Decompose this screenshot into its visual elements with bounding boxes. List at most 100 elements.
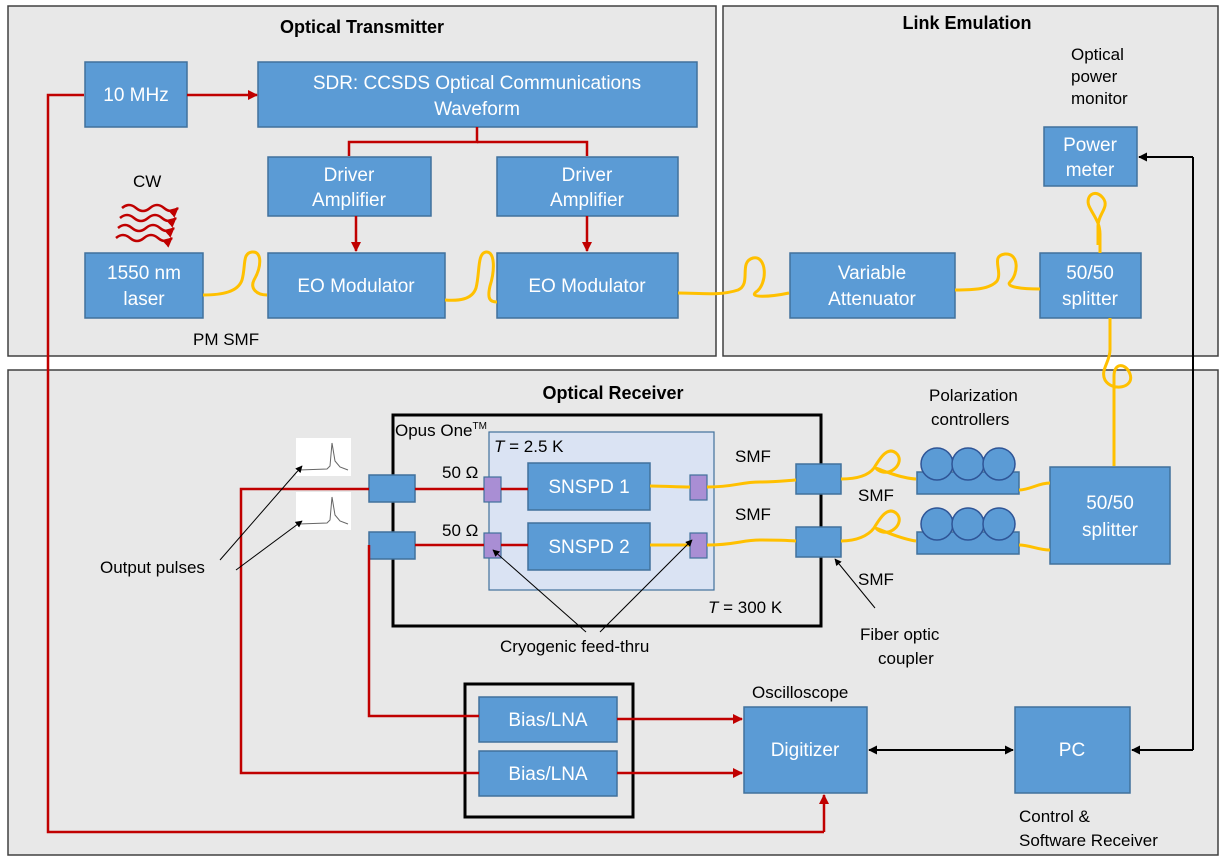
fiber-feedthru1-to-coupler <box>706 478 797 489</box>
feedthru-pointer-left <box>492 549 587 633</box>
fiber-optic-coupler-label-1: Fiber optic <box>860 625 940 644</box>
pm-smf-label: PM SMF <box>193 330 259 349</box>
fiber-coupler-2 <box>795 526 842 558</box>
link-emulation-title: Link Emulation <box>902 13 1031 33</box>
svg-text:PC: PC <box>1059 740 1085 761</box>
warm-temperature-label: T = 300 K <box>708 598 783 617</box>
fiber-optic-coupler-label-2: coupler <box>878 649 934 668</box>
svg-text:50/50: 50/50 <box>1086 493 1134 514</box>
fiber-splitter-to-power-meter <box>1086 192 1107 253</box>
control-label-2: Software Receiver <box>1019 831 1158 850</box>
svg-text:SNSPD 2: SNSPD 2 <box>548 537 629 558</box>
sdr-to-driver1-line <box>347 127 479 156</box>
polarization-controllers-label-2: controllers <box>931 410 1009 429</box>
svg-text:Amplifier: Amplifier <box>550 190 625 211</box>
snspd-1-block: SNSPD 1 <box>527 462 651 511</box>
fiber-snspd1-to-feedthru <box>649 484 691 489</box>
smf-label-out-1: SMF <box>858 486 894 505</box>
output-pulse-thumbnail-2 <box>296 492 351 530</box>
bias-lna-2-block: Bias/LNA <box>478 750 618 797</box>
smf-label-in-2: SMF <box>735 505 771 524</box>
svg-text:meter: meter <box>1066 160 1115 181</box>
svg-text:Waveform: Waveform <box>434 99 520 120</box>
svg-text:Bias/LNA: Bias/LNA <box>508 710 588 731</box>
splitter-rx-block: 50/50 splitter <box>1049 466 1171 565</box>
polarization-controllers-label-1: Polarization <box>929 386 1018 405</box>
svg-text:Amplifier: Amplifier <box>312 190 387 211</box>
feedthru-pointer-right <box>599 539 693 633</box>
svg-text:Driver: Driver <box>562 165 613 186</box>
splitter-top-block: 50/50 splitter <box>1039 252 1142 319</box>
fiber-coupler-1 <box>795 463 842 495</box>
bias-lna-enclosure <box>463 682 635 819</box>
polarization-controller-1 <box>916 447 1020 495</box>
svg-text:Variable: Variable <box>838 263 906 284</box>
svg-text:50/50: 50/50 <box>1066 263 1114 284</box>
cw-label: CW <box>133 172 161 191</box>
opus-one-label: Opus OneTM <box>395 421 487 440</box>
output-pulses-pointer-1 <box>219 465 303 561</box>
driver-amplifier-1-block: Driver Amplifier <box>267 156 432 217</box>
fiber-coupler1-to-polctrl1 <box>840 449 917 481</box>
svg-text:EO Modulator: EO Modulator <box>297 276 415 297</box>
svg-text:splitter: splitter <box>1062 289 1119 310</box>
svg-text:EO Modulator: EO Modulator <box>528 276 646 297</box>
output-pulses-label: Output pulses <box>100 558 205 577</box>
svg-text:Power: Power <box>1063 135 1118 156</box>
clock-10mhz-block: 10 MHz <box>84 61 188 128</box>
svg-text:Digitizer: Digitizer <box>771 740 840 761</box>
fiber-eo1-to-eo2 <box>444 250 498 304</box>
fiber-eo2-to-attenuator <box>677 256 790 298</box>
optical-monitor-label-3: monitor <box>1071 89 1128 108</box>
svg-text:10 MHz: 10 MHz <box>103 85 168 106</box>
fiber-polctrl2-to-splitter <box>1018 543 1051 552</box>
output-pulse-thumbnail-1 <box>296 438 351 476</box>
connector2-to-bias1-line <box>367 545 479 718</box>
cryogenic-feedthru-label: Cryogenic feed-thru <box>500 637 649 656</box>
svg-text:Bias/LNA: Bias/LNA <box>508 764 588 785</box>
feedthru-2-right <box>689 532 708 559</box>
polarization-controller-2 <box>916 507 1020 555</box>
fiber-attenuator-to-splitter <box>954 252 1041 292</box>
fiber-polctrl1-to-splitter <box>1018 481 1051 492</box>
smf-label-out-2: SMF <box>858 570 894 589</box>
svg-text:1550 nm: 1550 nm <box>107 263 181 284</box>
pc-block: PC <box>1014 706 1131 794</box>
power-meter-block: Power meter <box>1043 126 1138 187</box>
sdr-block: SDR: CCSDS Optical Communications Wavefo… <box>257 61 698 128</box>
svg-text:laser: laser <box>123 289 165 310</box>
sdr-to-driver2-line <box>477 140 589 156</box>
eo-modulator-1-block: EO Modulator <box>267 252 446 319</box>
coupler-pointer <box>834 558 876 609</box>
eo-modulator-2-block: EO Modulator <box>496 252 679 319</box>
clock-to-digitizer-line <box>46 93 824 834</box>
svg-text:SNSPD 1: SNSPD 1 <box>548 477 629 498</box>
digitizer-block: Digitizer <box>743 706 868 794</box>
optical-monitor-label-1: Optical <box>1071 45 1124 64</box>
receiver-title: Optical Receiver <box>542 383 683 403</box>
connector1-to-bias2-line <box>239 487 479 775</box>
opus-one-cryostat-enclosure <box>391 413 823 628</box>
optical-monitor-label-2: power <box>1071 67 1118 86</box>
fiber-splitter-to-rx-splitter <box>1102 318 1133 466</box>
rf-connector-2 <box>368 531 416 560</box>
rf-connector-1 <box>368 474 416 503</box>
svg-text:SDR: CCSDS Optical Communicati: SDR: CCSDS Optical Communications <box>313 73 641 94</box>
snspd-2-block: SNSPD 2 <box>527 522 651 571</box>
output-pulses-pointer-2 <box>235 520 303 571</box>
control-label-1: Control & <box>1019 807 1091 826</box>
svg-text:splitter: splitter <box>1082 520 1139 541</box>
fiber-coupler2-to-polctrl2 <box>840 509 917 543</box>
driver-amplifier-2-block: Driver Amplifier <box>496 156 679 217</box>
bias-lna-1-block: Bias/LNA <box>478 696 618 743</box>
transmitter-title: Optical Transmitter <box>280 17 444 37</box>
cw-emission-icon <box>115 203 179 248</box>
impedance-label-1: 50 Ω <box>442 463 478 482</box>
cold-temperature-label: T = 2.5 K <box>494 437 564 456</box>
oscilloscope-label: Oscilloscope <box>752 683 848 702</box>
variable-attenuator-block: Variable Attenuator <box>789 252 956 319</box>
svg-text:Attenuator: Attenuator <box>828 289 916 310</box>
svg-text:Driver: Driver <box>324 165 375 186</box>
